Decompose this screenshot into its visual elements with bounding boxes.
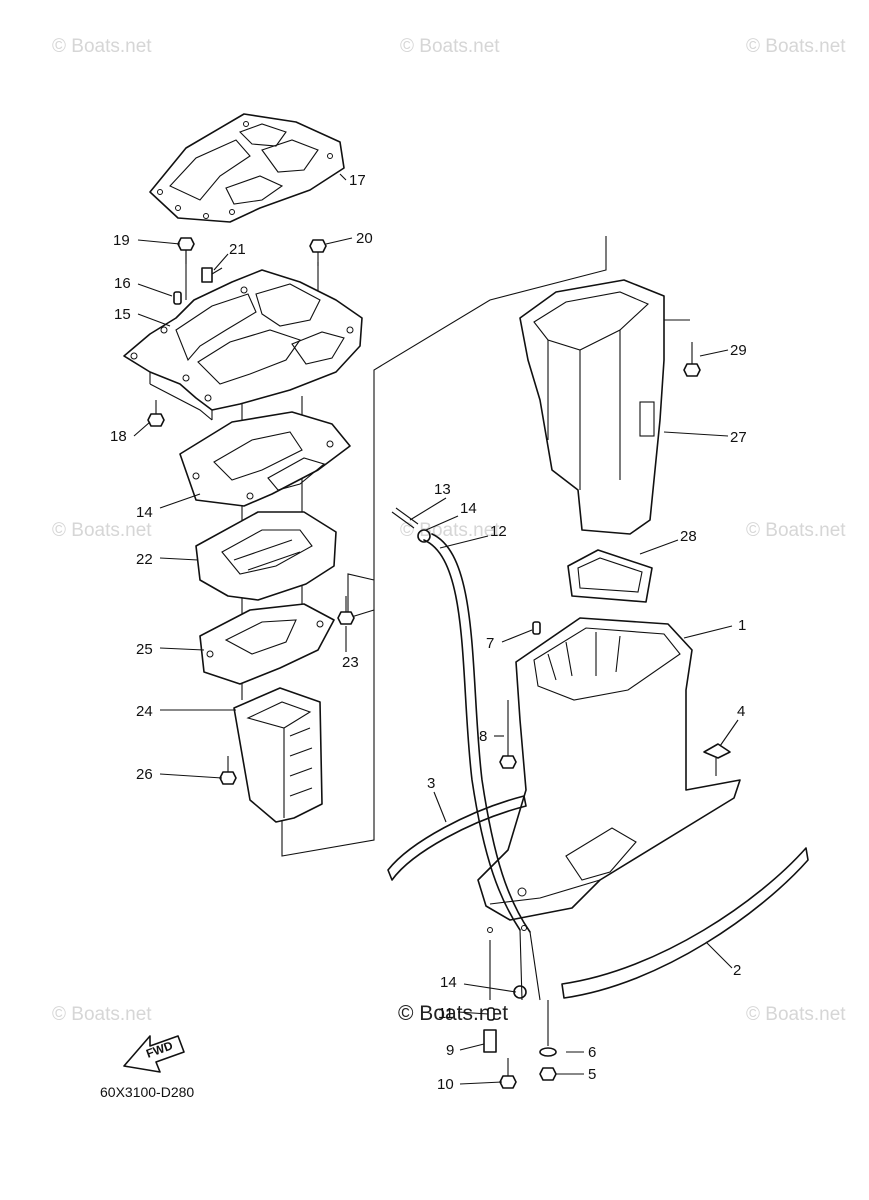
- callout-2: 2: [733, 962, 741, 979]
- callout-15: 14: [136, 504, 153, 521]
- callout-25: 24: [136, 703, 153, 720]
- leader-lines: [133, 173, 739, 1085]
- part-20-bolt: [177, 237, 195, 264]
- watermark: © Boats.net: [746, 1004, 846, 1025]
- watermark-center: © Boats.net: [398, 1002, 508, 1025]
- callout-5: 5: [588, 1066, 596, 1083]
- watermark: © Boats.net: [400, 520, 500, 541]
- callout-12: 12: [490, 523, 507, 540]
- callout-11: 11: [438, 1005, 454, 1022]
- callout-1: 1: [738, 617, 746, 634]
- callout-18: 17: [349, 172, 366, 189]
- callout-4: 4: [737, 703, 745, 720]
- watermark: © Boats.net: [400, 36, 500, 57]
- callout-9: 9: [446, 1042, 454, 1059]
- watermark: © Boats.net: [746, 36, 846, 57]
- part-18-gasket: [149, 113, 345, 223]
- part-5-bolt: [539, 1067, 557, 1081]
- part-3-rubber-strip: [387, 795, 527, 881]
- part-8-bolt: [499, 700, 517, 769]
- callout-26: 25: [136, 641, 153, 658]
- part-22-fitting: [201, 267, 223, 283]
- part-25-exhaust-guide: [233, 687, 323, 823]
- callout-27: 26: [136, 766, 153, 783]
- part-24-bolt: [337, 596, 355, 625]
- part-1-lower-casing: [477, 617, 741, 933]
- callout-21: 20: [356, 230, 373, 247]
- part-6-washer: [539, 1047, 557, 1057]
- callout-29: 28: [680, 528, 697, 545]
- callout-13: 13: [434, 481, 451, 498]
- part-13-fitting: [391, 507, 419, 529]
- watermark: © Boats.net: [52, 1004, 152, 1025]
- callout-6: 6: [588, 1044, 596, 1061]
- watermark: © Boats.net: [52, 520, 152, 541]
- part-21-bolt: [309, 239, 327, 266]
- callout-24: 23: [342, 654, 359, 671]
- watermark: © Boats.net: [746, 520, 846, 541]
- part-10-bolt: [499, 1058, 517, 1089]
- part-19-bolt: [147, 400, 165, 427]
- callout-14-lower: 14: [440, 974, 457, 991]
- part-27-bolt: [219, 756, 237, 785]
- fwd-arrow-icon: FWD: [123, 1035, 185, 1073]
- part-29-seal: [567, 549, 653, 603]
- callout-28: 27: [730, 429, 747, 446]
- callout-8: 8: [479, 728, 487, 745]
- part-28-upper-casing: [519, 279, 665, 535]
- watermarks: © Boats.net © Boats.net © Boats.net © Bo…: [52, 36, 846, 1025]
- part-9-nozzle: [483, 1029, 497, 1053]
- part-15-gasket: [179, 411, 351, 507]
- callout-23: 22: [136, 551, 153, 568]
- callout-16: 15: [114, 306, 131, 323]
- part-30-bolt: [683, 342, 701, 377]
- callout-19: 18: [110, 428, 127, 445]
- part-14-clamp: [417, 529, 431, 543]
- callout-30: 29: [730, 342, 747, 359]
- callout-7: 7: [486, 635, 494, 652]
- watermark: © Boats.net: [52, 36, 152, 57]
- diagram-code: 60X3100-D280: [100, 1084, 194, 1100]
- callout-22: 21: [229, 241, 246, 258]
- callout-3: 3: [427, 775, 435, 792]
- part-16-upper-case: [123, 269, 363, 421]
- callout-17: 16: [114, 275, 131, 292]
- part-26-gasket: [199, 603, 335, 685]
- callout-20: 19: [113, 232, 130, 249]
- part-7-pin: [532, 621, 541, 635]
- part-23-spacer: [195, 511, 337, 601]
- part-4-grommet: [703, 743, 731, 776]
- callout-10: 10: [437, 1076, 454, 1093]
- callouts: 17 19 21 20 16 15 18 14 22 23 25 24 26 2…: [110, 172, 747, 1093]
- part-2-rubber-strip: [561, 847, 809, 999]
- callout-14: 14: [460, 500, 477, 517]
- part-12-hose: [423, 533, 541, 1001]
- part-17-dowel: [173, 291, 182, 305]
- part-11-pin: [487, 1007, 495, 1021]
